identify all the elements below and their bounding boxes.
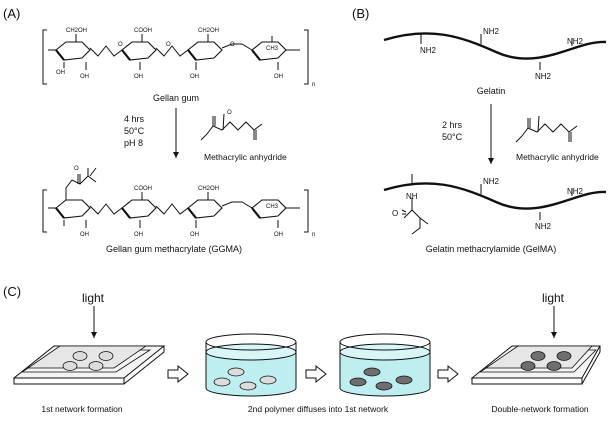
oh-label-6: OH bbox=[80, 232, 89, 238]
gelatin-nh2-3: NH2 bbox=[535, 72, 552, 81]
gelatin-nh2-4: NH2 bbox=[567, 37, 584, 46]
o-label-1: O bbox=[118, 42, 123, 48]
methacrylic-anhydride-structure-b bbox=[515, 115, 578, 143]
gelatin-nh2-1: NH2 bbox=[420, 46, 437, 55]
dn-disc-b bbox=[556, 351, 572, 361]
o-label-ggma-1: O bbox=[74, 166, 79, 172]
ggma-label: Gellan gum methacrylate (GGMA) bbox=[106, 244, 242, 254]
ggma-structure: O COOH CH2OH CH3 OH OH OH OH n bbox=[42, 166, 315, 238]
gelma-nh2-1: NH2 bbox=[483, 177, 500, 186]
oh-label-3: OH bbox=[190, 74, 199, 80]
gelma-nh2-2: NH2 bbox=[535, 222, 552, 231]
conditions-a-2: 50°C bbox=[124, 126, 145, 136]
conditions-a-3: pH 8 bbox=[124, 138, 143, 148]
process-arrow-1 bbox=[167, 364, 189, 384]
oh-label-8: OH bbox=[190, 232, 199, 238]
gelatin-chain bbox=[383, 32, 607, 60]
gelatin-nh2-2: NH2 bbox=[483, 27, 500, 36]
reagent-b-label: Methacrylic anhydride bbox=[516, 152, 599, 162]
beaker-1 bbox=[205, 333, 297, 397]
infused-disc-3a bbox=[363, 367, 381, 377]
ch2oh-label-2: CH2OH bbox=[198, 28, 219, 34]
panel-c-label: (C) bbox=[3, 284, 21, 299]
subscript-n-1: n bbox=[312, 82, 315, 88]
ch3-label-2: CH3 bbox=[266, 204, 279, 210]
gellan-gum-structure: CH2OH COOH CH2OH CH3 O O O OH OH OH OH O… bbox=[42, 28, 315, 88]
slide-assembly-1 bbox=[12, 345, 166, 385]
subscript-n-2: n bbox=[312, 232, 315, 238]
ch2oh-label-3: CH2OH bbox=[198, 186, 219, 192]
light-label-1: light bbox=[82, 291, 105, 305]
ch3-label-1: CH3 bbox=[266, 46, 279, 52]
step3-caption: Double-network formation bbox=[491, 404, 589, 414]
infused-disc-3c bbox=[375, 381, 393, 391]
gelma-nh2-3: NH2 bbox=[567, 187, 584, 196]
gelma-nh: NH bbox=[406, 192, 418, 201]
oh-label-2: OH bbox=[134, 74, 143, 80]
floating-disc-2a bbox=[227, 367, 245, 377]
conditions-b-2: 50°C bbox=[442, 132, 463, 142]
step1-caption: 1st network formation bbox=[41, 404, 123, 414]
oh-label-7: OH bbox=[134, 232, 143, 238]
panel-b: (B) NH2 NH2 NH2 NH2 Gelatin 2 hrs 50°C M… bbox=[352, 6, 607, 254]
conditions-a-1: 4 hrs bbox=[124, 114, 145, 124]
beaker-2 bbox=[339, 333, 431, 397]
cooh-label-2: COOH bbox=[134, 186, 152, 192]
step2-caption: 2nd polymer diffuses into 1st network bbox=[248, 404, 389, 414]
hydrogel-disc-1b bbox=[98, 351, 114, 361]
process-arrow-3 bbox=[437, 364, 459, 384]
gellan-gum-label: Gellan gum bbox=[153, 93, 199, 103]
slide-assembly-2 bbox=[470, 345, 601, 385]
ch2oh-label-1: CH2OH bbox=[66, 28, 87, 34]
dn-disc-c bbox=[520, 361, 536, 371]
conditions-b-1: 2 hrs bbox=[442, 120, 463, 130]
oh-label-1: OH bbox=[80, 74, 89, 80]
o-label-3: O bbox=[230, 42, 235, 48]
infused-disc-3b bbox=[395, 375, 413, 385]
hydrogel-disc-1a bbox=[72, 351, 88, 361]
gelatin-label: Gelatin bbox=[477, 86, 506, 96]
cooh-label-1: COOH bbox=[134, 28, 152, 34]
hydrogel-disc-1c bbox=[62, 361, 78, 371]
dn-disc-d bbox=[546, 361, 562, 371]
gelma-label: Gelatin methacrylamide (GelMA) bbox=[426, 244, 557, 254]
panel-b-label: (B) bbox=[352, 6, 369, 21]
floating-disc-2c bbox=[239, 381, 257, 391]
panel-a: (A) CH2OH COOH CH2OH CH3 O O O OH OH OH bbox=[3, 6, 315, 254]
hydrogel-disc-1d bbox=[88, 361, 104, 371]
oh-label-4: OH bbox=[274, 74, 283, 80]
panel-a-label: (A) bbox=[3, 6, 20, 21]
methacrylic-anhydride-structure-a: O bbox=[200, 110, 263, 141]
panel-c: (C) light 1st network formation bbox=[3, 284, 601, 414]
o-label-ma1: O bbox=[227, 110, 232, 116]
dn-disc-a bbox=[530, 351, 546, 361]
infused-disc-3d bbox=[349, 377, 367, 387]
gelma-chain bbox=[383, 182, 607, 210]
gelma-o: O bbox=[392, 209, 398, 218]
floating-disc-2d bbox=[213, 377, 231, 387]
process-arrow-2 bbox=[305, 364, 327, 384]
oh-label-9: OH bbox=[274, 232, 283, 238]
reagent-a-label: Methacrylic anhydride bbox=[204, 152, 287, 162]
light-label-2: light bbox=[542, 291, 565, 305]
floating-disc-2b bbox=[259, 375, 277, 385]
o-label-2: O bbox=[166, 42, 171, 48]
oh-label-5: OH bbox=[56, 70, 65, 76]
